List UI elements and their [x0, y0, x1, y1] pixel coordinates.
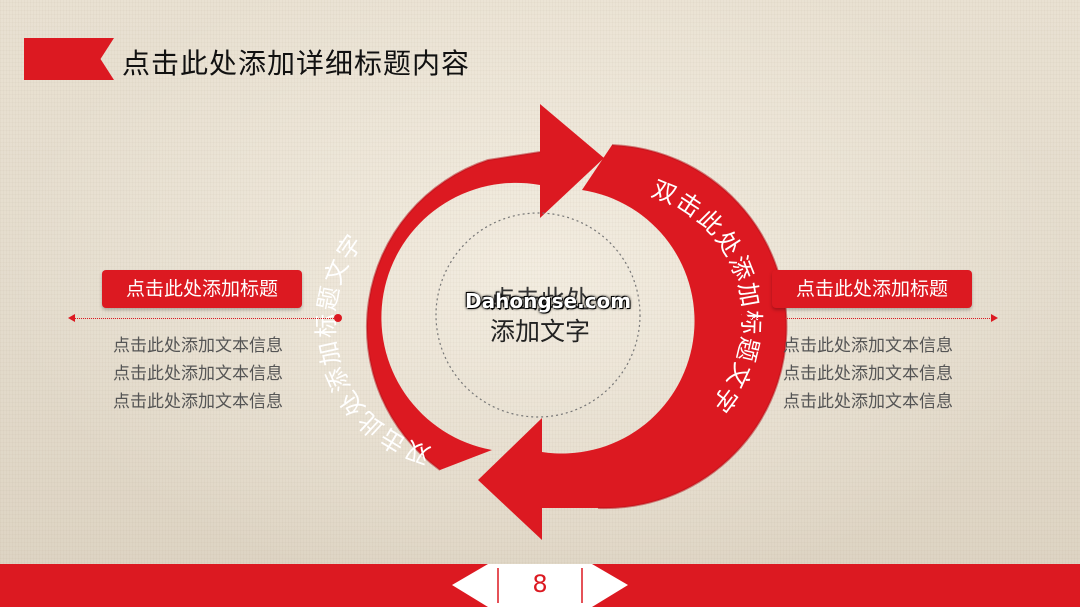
watermark-logo: Dahongse.com: [465, 289, 632, 313]
center-text[interactable]: 点击此处 添加文字: [440, 284, 640, 348]
page-number-badge: [452, 564, 628, 607]
right-arrowhead-icon: [991, 314, 998, 322]
left-title-tag[interactable]: 点击此处添加标题: [102, 270, 302, 308]
right-arrow-edge: [597, 144, 788, 510]
left-arrowhead-icon: [68, 314, 75, 322]
right-title-tag[interactable]: 点击此处添加标题: [772, 270, 972, 308]
left-arrow-edge: [365, 151, 541, 471]
list-item[interactable]: 点击此处添加文本信息: [783, 364, 953, 384]
left-line-dot: [334, 314, 342, 322]
center-line-text: 添加文字: [489, 317, 590, 346]
list-item[interactable]: 点击此处添加文本信息: [783, 392, 953, 412]
right-dotted-line: [746, 318, 992, 319]
page-title[interactable]: 点击此处添加详细标题内容: [122, 47, 471, 80]
title-flag-decoration: [24, 38, 114, 80]
list-item[interactable]: 点击此处添加文本信息: [113, 336, 283, 356]
center-overlay-text: 点击此处: [489, 285, 590, 314]
left-dotted-line: [74, 318, 336, 319]
right-info-list: 点击此处添加文本信息 点击此处添加文本信息 点击此处添加文本信息: [783, 332, 953, 416]
list-item[interactable]: 点击此处添加文本信息: [113, 392, 283, 412]
right-line-dot: [740, 314, 748, 322]
list-item[interactable]: 点击此处添加文本信息: [783, 336, 953, 356]
page-number: 8: [532, 570, 548, 598]
right-cycle-arrow[interactable]: [478, 145, 787, 540]
list-item[interactable]: 点击此处添加文本信息: [113, 364, 283, 384]
left-info-list: 点击此处添加文本信息 点击此处添加文本信息 点击此处添加文本信息: [113, 332, 283, 416]
center-dotted-circle: [435, 212, 641, 418]
